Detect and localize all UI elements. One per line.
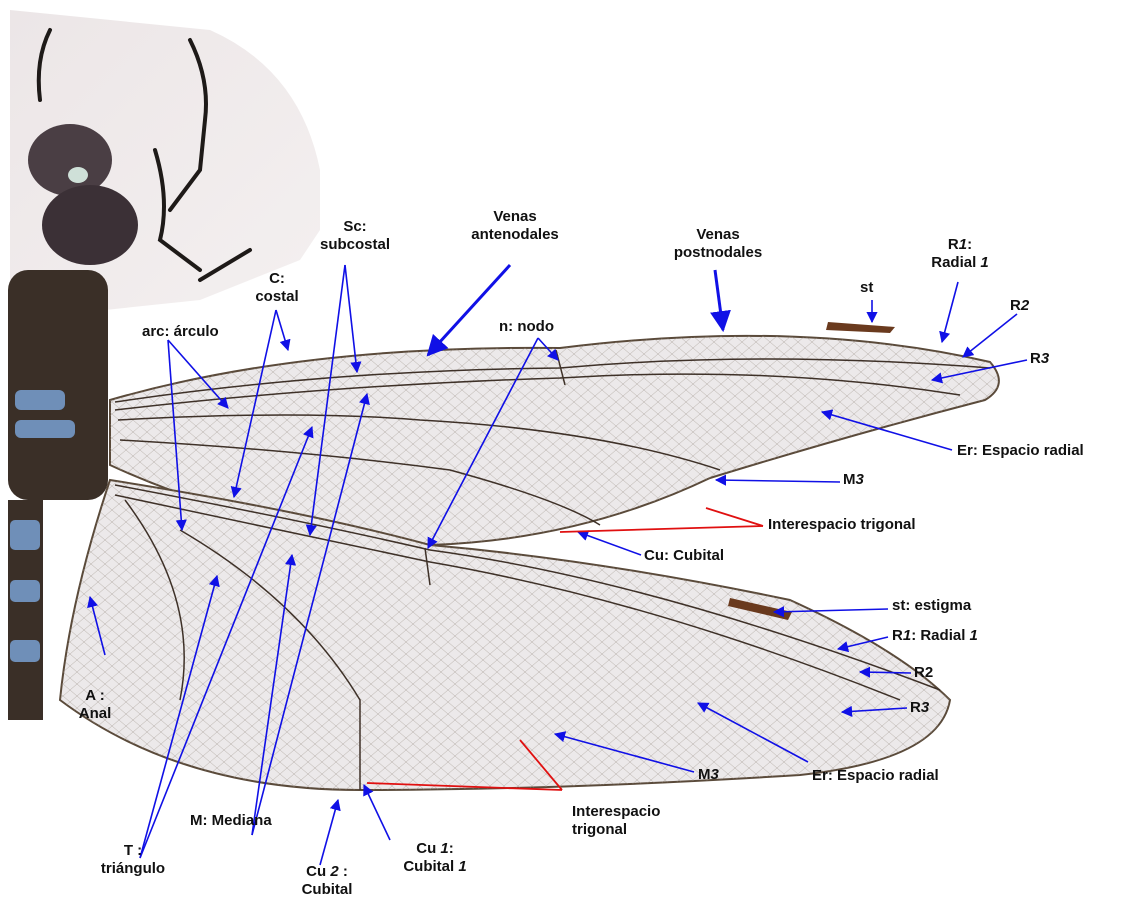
label-c-costal: C:costal: [232, 270, 322, 306]
label-r1-top: R1: Radial 1: [925, 236, 995, 272]
label-r2-bottom: R2: [914, 664, 933, 682]
label-sc-subcostal: Sc:subcostal: [310, 218, 400, 254]
label-er-bottom: Er: Espacio radial: [812, 767, 939, 785]
label-a-anal: A :Anal: [70, 687, 120, 723]
label-cu1-cubital: Cu 1: Cubital 1: [375, 840, 495, 876]
compound-eye-right: [42, 185, 138, 265]
forewing-stigma: [826, 322, 895, 333]
label-interespacio-top: Interespacio trigonal: [768, 516, 916, 534]
label-arc-arculo: arc: árculo: [142, 323, 219, 341]
label-m3-bottom: M3: [698, 766, 719, 784]
label-n-nodo: n: nodo: [499, 318, 554, 336]
label-er-top: Er: Espacio radial: [957, 442, 1084, 460]
label-r2-top: R2: [1010, 297, 1029, 315]
label-cu-cubital: Cu: Cubital: [644, 547, 724, 565]
thorax: [8, 270, 108, 500]
label-t-triangulo: T :triángulo: [78, 842, 188, 878]
label-r3-bottom: R3: [910, 699, 929, 717]
label-cu2-cubital: Cu 2 : Cubital: [272, 863, 382, 899]
label-st-estigma: st: estigma: [892, 597, 971, 615]
label-st-top: st: [860, 279, 873, 297]
label-m3-top: M3: [843, 471, 864, 489]
label-m-mediana: M: Mediana: [190, 812, 272, 830]
label-r1-bottom: R1: Radial 1: [892, 627, 978, 645]
label-r3-top: R3: [1030, 350, 1049, 368]
compound-eye-left: [28, 124, 112, 196]
